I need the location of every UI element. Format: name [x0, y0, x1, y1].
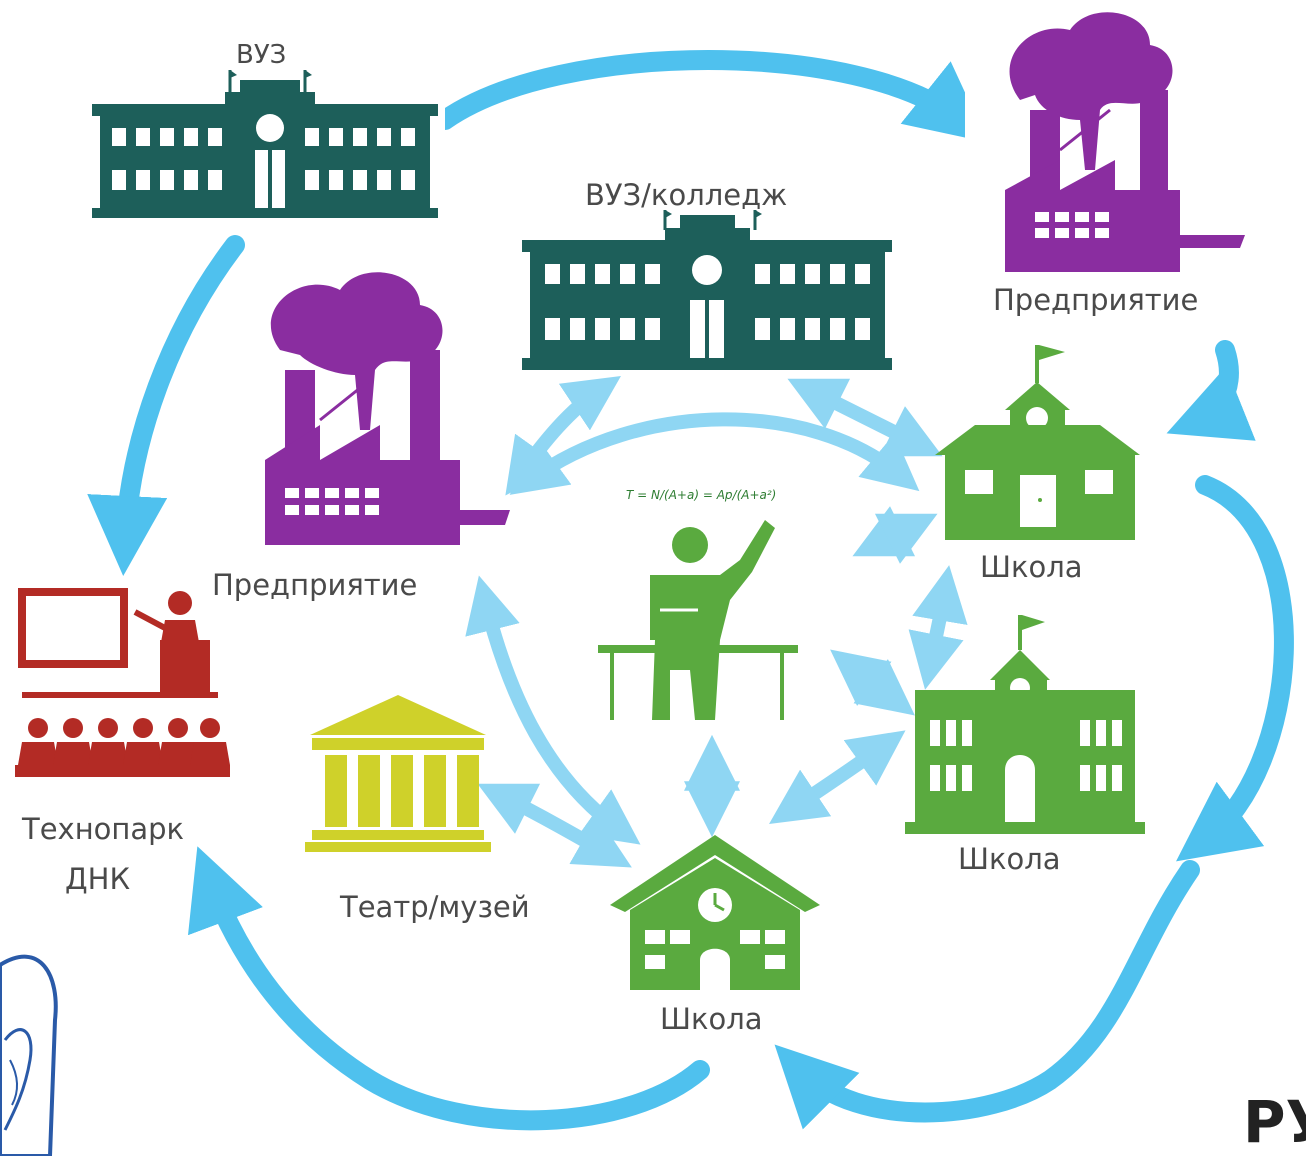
student-at-desk-icon	[598, 520, 798, 720]
label-school-right: Школа	[958, 842, 1061, 876]
school-top-building-icon	[935, 345, 1140, 540]
label-vuz-college: ВУЗ/колледж	[585, 178, 788, 212]
label-formula: T = N/(A+a) = Ap/(A+a²)	[626, 488, 777, 502]
enterprise-top-factory-icon	[965, 0, 1245, 340]
arrow-school-right-bottomschool	[769, 730, 906, 824]
label-theatre: Театр/музей	[340, 890, 530, 924]
outer-arrows	[87, 50, 1294, 1131]
theatre-museum-columns-icon	[305, 695, 491, 852]
label-school-bottom: Школа	[660, 1002, 763, 1036]
arrow-theatre-school	[477, 783, 632, 868]
technopark-presentation-icon	[15, 588, 230, 777]
vuz-building-icon	[92, 0, 445, 235]
label-vuz: ВУЗ	[236, 40, 287, 70]
school-bottom-building-icon	[610, 835, 820, 990]
arrow-enterprise-school-arc	[509, 412, 920, 495]
label-corner-logo: РУ	[1243, 1088, 1306, 1156]
arrow-vuz-to-technopark	[87, 235, 245, 576]
arrow-school-top-right	[908, 565, 968, 690]
arrow-vuz-to-enterprise	[435, 50, 989, 143]
arrow-student-school-top	[852, 506, 938, 564]
arrow-enterprise-to-school	[1166, 340, 1256, 441]
arrow-school-right-bottom	[774, 860, 1200, 1130]
label-enterprise-left: Предприятие	[212, 568, 418, 602]
vuz-college-building-icon	[522, 210, 892, 370]
crest-logo-icon	[0, 954, 58, 1158]
arrow-student-school-right	[830, 649, 915, 716]
school-right-building-icon	[905, 615, 1145, 834]
arrow-bottom-to-technopark	[188, 846, 710, 1131]
inner-arrows	[465, 376, 968, 868]
label-dnk: ДНК	[65, 862, 131, 896]
enterprise-left-factory-icon	[265, 272, 510, 545]
label-school-top: Школа	[980, 550, 1083, 584]
label-enterprise-top: Предприятие	[993, 283, 1199, 317]
label-technopark: Технопарк	[22, 812, 185, 846]
arrow-school-right-curve	[1176, 475, 1294, 862]
